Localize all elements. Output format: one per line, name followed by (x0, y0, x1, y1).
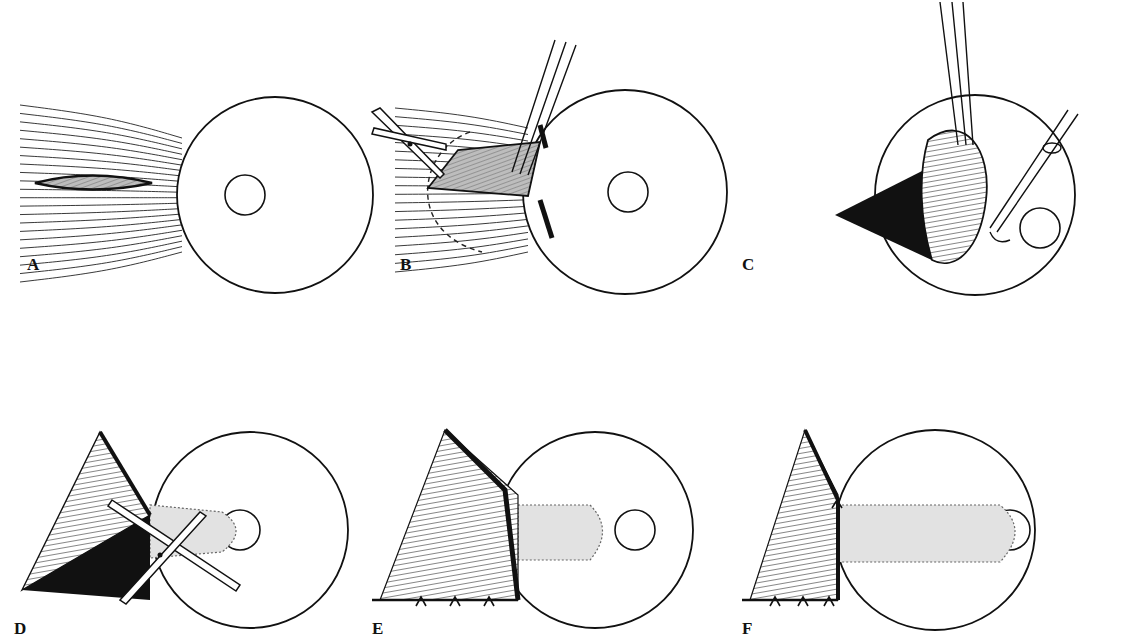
panel-b-art (372, 40, 576, 252)
muscle-base (372, 599, 518, 602)
panel-letter: A (27, 256, 39, 273)
muscle-hook (990, 110, 1078, 232)
eye-globe (177, 97, 373, 293)
incision (35, 176, 152, 190)
muscle-fiber (20, 203, 182, 206)
muscle-fiber (20, 230, 182, 248)
recessed-muscle (750, 430, 838, 600)
tendon-flap (922, 130, 987, 263)
muscle-fiber (20, 247, 182, 274)
hook-tip (990, 232, 1010, 242)
cornea (615, 510, 655, 550)
panel-a-art (35, 176, 152, 190)
muscle-fiber (20, 241, 182, 265)
sutures (770, 500, 842, 606)
panel-e-art (372, 430, 603, 606)
muscle-fiber (20, 252, 182, 282)
scissors-blade (372, 128, 446, 150)
forceps (940, 2, 973, 145)
eye-globes (152, 90, 1075, 630)
muscle-fiber (395, 232, 528, 246)
insertion-mark (540, 200, 552, 238)
muscle-fiber (395, 245, 528, 263)
muscle-fiber (395, 219, 528, 228)
tendon-stump (838, 505, 1015, 562)
eye-globe (523, 90, 727, 294)
muscle-base (742, 599, 838, 602)
fiber-group (20, 105, 182, 282)
muscle-fiber (20, 122, 182, 149)
muscle-fiber (395, 200, 528, 203)
muscle-fiber (20, 225, 182, 240)
muscle-edge (445, 430, 518, 600)
panel-letter: E (372, 620, 383, 637)
muscle-edge (100, 432, 150, 515)
scissors-pivot (158, 553, 163, 558)
muscle-fiber (395, 206, 528, 211)
panel-letter: B (400, 256, 411, 273)
rotation-arrow (1043, 143, 1061, 153)
muscle-fiber (20, 219, 182, 231)
eye-globe (497, 432, 693, 628)
muscle-fiber (20, 105, 182, 138)
tendon-stump (518, 505, 603, 560)
muscle-fiber (395, 213, 528, 220)
forceps (512, 40, 576, 175)
recessed-muscle (380, 430, 518, 600)
scissors-blade (120, 512, 206, 604)
cornea (608, 172, 648, 212)
muscle-fiber (395, 239, 528, 255)
scissors-pivot (408, 142, 413, 147)
cornea (225, 175, 265, 215)
panel-letter: F (742, 620, 752, 637)
muscle-edge (805, 430, 838, 600)
muscle-fiber (20, 130, 182, 154)
muscle-fiber (20, 209, 182, 215)
cornea (1020, 208, 1060, 248)
muscle-fiber (20, 164, 182, 176)
muscle-fiber (20, 197, 182, 198)
eye-globe (835, 430, 1035, 630)
panel-letter: C (742, 256, 754, 273)
panel-c-art (835, 2, 1078, 263)
muscle-fiber (20, 147, 182, 165)
muscle-fiber (395, 117, 528, 135)
sutures (416, 597, 494, 606)
muscle-fiber (395, 252, 528, 272)
tendon-stump (150, 505, 236, 558)
panel-letter: D (14, 620, 26, 637)
panel-d-art (22, 432, 240, 604)
panel-f-art (742, 430, 1015, 606)
